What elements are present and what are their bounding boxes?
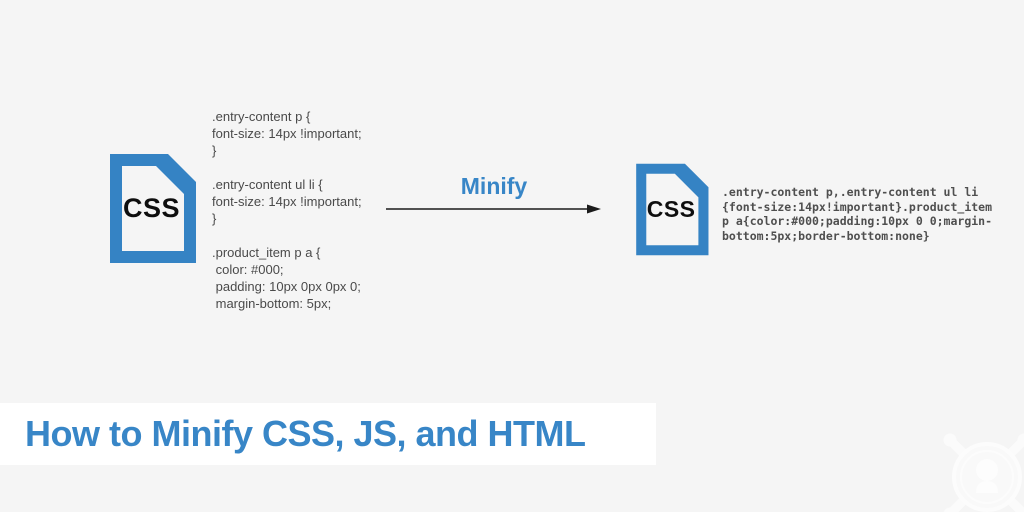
file-type-label: CSS xyxy=(123,193,181,223)
minify-label: Minify xyxy=(460,173,528,199)
gear-badge-logo-watermark xyxy=(943,433,1024,512)
minified-css-code: .entry-content p,.entry-content ul li {f… xyxy=(722,185,993,243)
css-file-icon-unminified: CSS xyxy=(105,151,199,266)
file-type-label: CSS xyxy=(646,196,696,222)
page-title: How to Minify CSS, JS, and HTML xyxy=(25,413,586,454)
document-icon xyxy=(110,154,196,263)
title-band: How to Minify CSS, JS, and HTML xyxy=(0,403,656,465)
unminified-css-code: .entry-content p { font-size: 14px !impo… xyxy=(212,109,362,311)
document-icon xyxy=(636,163,709,256)
css-file-icon-minified: CSS xyxy=(632,161,711,258)
right-arrow-icon xyxy=(386,204,601,214)
